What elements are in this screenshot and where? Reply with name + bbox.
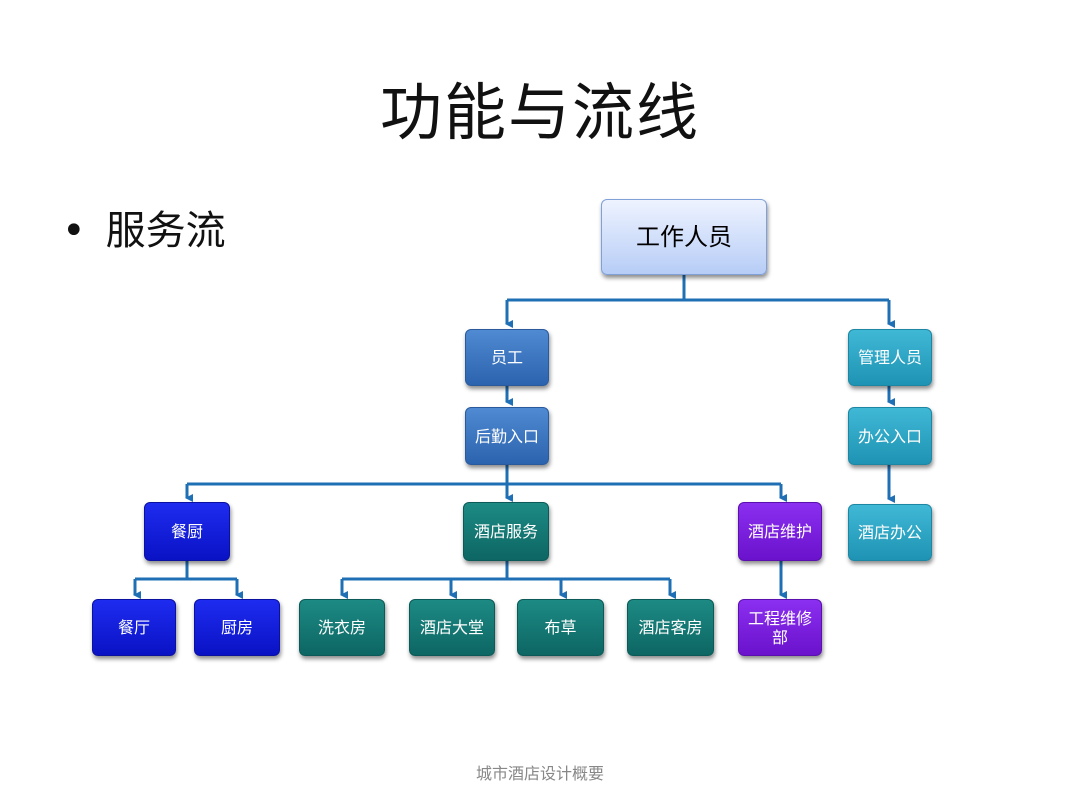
node-hotel-service: 酒店服务 [463, 502, 549, 561]
node-root: 工作人员 [601, 199, 767, 275]
node-hotel-office: 酒店办公 [848, 504, 932, 561]
bullet-dot-icon: • [62, 208, 86, 254]
node-engineering: 工程维修部 [738, 599, 822, 656]
slide-footer: 城市酒店设计概要 [475, 764, 604, 783]
slide-title: 功能与流线 [379, 76, 700, 149]
node-restaurant: 餐厅 [92, 599, 176, 656]
node-office-entry: 办公入口 [848, 407, 932, 465]
bullet-text: 服务流 [105, 208, 226, 254]
node-staff-entry: 后勤入口 [465, 407, 549, 465]
node-lobby: 酒店大堂 [409, 599, 495, 656]
node-laundry: 洗衣房 [299, 599, 385, 656]
node-linen: 布草 [517, 599, 604, 656]
node-catering: 餐厨 [144, 502, 230, 561]
node-kitchen: 厨房 [194, 599, 280, 656]
node-management: 管理人员 [848, 329, 932, 386]
bullet-item: • 服务流 [62, 198, 226, 256]
node-maintenance: 酒店维护 [738, 502, 822, 561]
node-guest-rooms: 酒店客房 [627, 599, 714, 656]
node-staff: 员工 [465, 329, 549, 386]
